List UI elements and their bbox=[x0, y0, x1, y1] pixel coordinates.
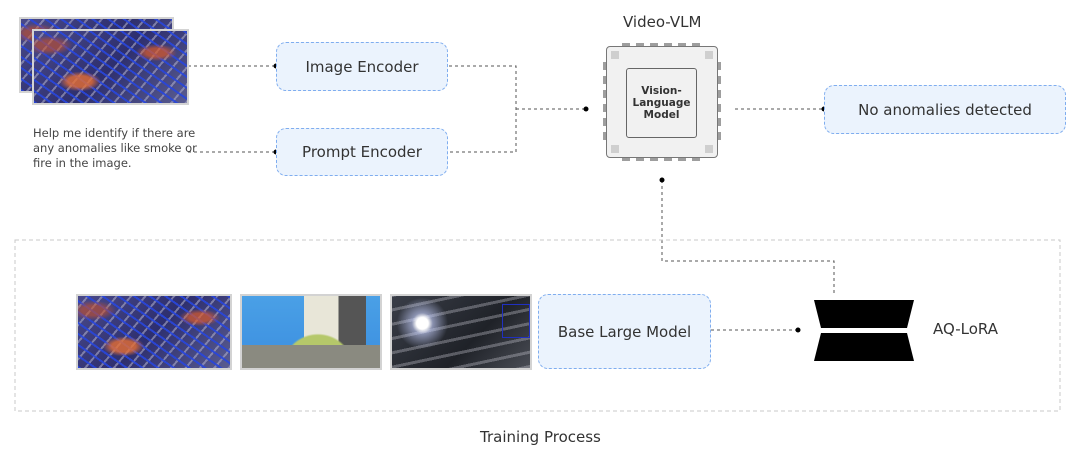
connector-lora-to-vlm bbox=[661, 180, 835, 293]
connector-dot bbox=[795, 327, 801, 333]
chip-corner-pad bbox=[705, 51, 713, 59]
prompt-encoder-node: Prompt Encoder bbox=[276, 128, 448, 176]
connector-dot bbox=[583, 106, 589, 112]
chip-pins bbox=[603, 43, 721, 161]
training-caption: Training Process bbox=[480, 428, 601, 446]
vlm-title: Video-VLM bbox=[623, 13, 702, 31]
vlm-chip-label: Vision-Language Model bbox=[626, 68, 697, 138]
image-encoder-node: Image Encoder bbox=[276, 42, 448, 91]
training-frame-hands bbox=[240, 294, 382, 370]
training-frame-machine bbox=[390, 294, 532, 370]
input-image-front bbox=[32, 29, 189, 105]
prompt-text: Help me identify if there are any anomal… bbox=[33, 126, 197, 170]
chip-corner-pad bbox=[611, 51, 619, 59]
training-frame-cables bbox=[76, 294, 232, 370]
chip-corner-pad bbox=[611, 145, 619, 153]
connector-dot bbox=[659, 177, 665, 183]
lora-hourglass-icon bbox=[814, 300, 914, 361]
connector-encoders-merge bbox=[449, 65, 517, 153]
base-model-node: Base Large Model bbox=[538, 294, 711, 369]
lora-label: AQ-LoRA bbox=[933, 320, 998, 338]
detection-box bbox=[502, 304, 530, 338]
output-result-node: No anomalies detected bbox=[824, 85, 1066, 134]
chip-corner-pad bbox=[705, 145, 713, 153]
training-region-border bbox=[14, 239, 1061, 412]
vlm-chip: Vision-Language Model bbox=[606, 46, 718, 158]
